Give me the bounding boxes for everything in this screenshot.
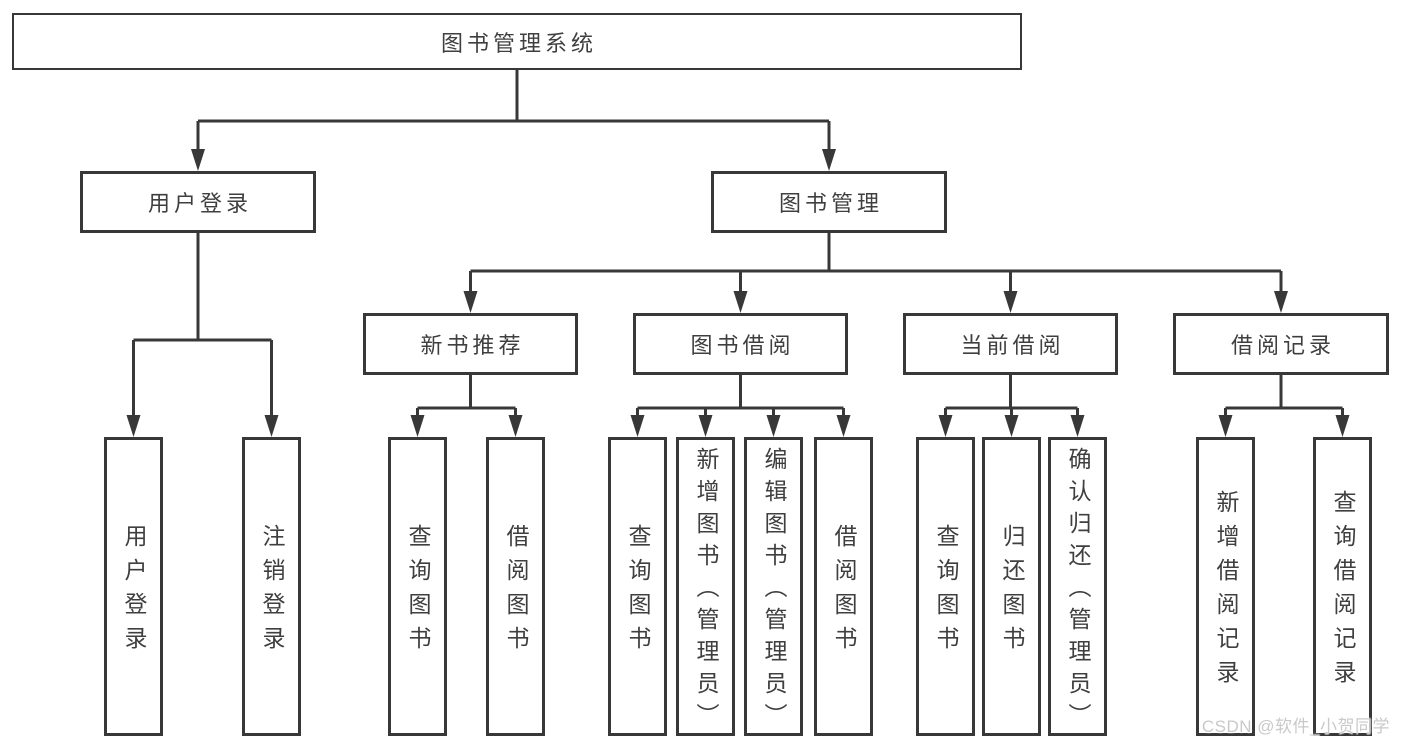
arrow-down-icon	[698, 415, 713, 437]
leaf-user-login: 用户登录	[104, 437, 163, 736]
arrow-down-icon	[938, 415, 953, 437]
node-label: 用户登录	[147, 191, 252, 216]
leaf-query-books-current: 查询图书	[916, 437, 975, 736]
node-label: 注销登录	[259, 524, 285, 660]
leaf-query-books-borrowing: 查询图书	[608, 437, 667, 736]
arrow-down-icon	[822, 149, 836, 171]
arrow-down-icon	[1218, 415, 1233, 437]
node-borrow-records: 借阅记录	[1173, 313, 1389, 375]
leaf-query-books-recommend: 查询图书	[388, 437, 447, 736]
connector-root-branch	[196, 70, 831, 151]
node-user-login: 用户登录	[80, 171, 316, 233]
connector-current-borrowing-branch	[944, 375, 1079, 418]
node-label: 查询借阅记录	[1330, 490, 1356, 694]
node-label: 借阅图书	[503, 524, 529, 660]
node-label: 查询图书	[405, 524, 431, 660]
node-current-borrowing: 当前借阅	[903, 313, 1118, 375]
node-label: 新增借阅记录	[1213, 490, 1239, 694]
connector-book-borrowing-branch	[636, 375, 845, 418]
leaf-confirm-return-admin: 确认归还（管理员）	[1048, 437, 1107, 736]
node-label: 编辑图书（管理员）	[761, 447, 787, 735]
node-label: 当前借阅	[960, 333, 1065, 358]
node-label: 归还图书	[999, 524, 1025, 660]
node-label: 确认归还（管理员）	[1065, 447, 1091, 735]
connector-borrow-records-branch	[1224, 375, 1344, 418]
connector-new-book-branch	[416, 375, 517, 418]
node-library-management-system: 图书管理系统	[12, 13, 1022, 70]
arrow-down-icon	[1335, 415, 1350, 437]
node-label: 图书管理系统	[440, 30, 597, 56]
arrow-down-icon	[766, 415, 781, 437]
arrowheads	[126, 149, 1350, 437]
node-new-book-recommend: 新书推荐	[363, 313, 578, 375]
leaf-borrow-books: 借阅图书	[814, 437, 873, 736]
arrow-down-icon	[1274, 291, 1288, 313]
node-label: 新书推荐	[420, 333, 525, 358]
csdn-watermark: CSDN @软件_小贺同学	[1201, 717, 1390, 736]
arrow-down-icon	[463, 291, 478, 313]
arrow-down-icon	[1070, 415, 1085, 437]
node-label: 新增图书（管理员）	[693, 447, 719, 735]
arrow-down-icon	[508, 415, 523, 437]
node-label: 借阅图书	[831, 524, 857, 660]
arrow-down-icon	[630, 415, 645, 437]
node-label: 查询图书	[933, 524, 959, 660]
leaf-borrow-books-recommend: 借阅图书	[486, 437, 545, 736]
leaf-edit-book-admin: 编辑图书（管理员）	[744, 437, 803, 736]
arrow-down-icon	[1003, 291, 1018, 313]
arrow-down-icon	[191, 149, 205, 171]
connector-user-login-branch	[132, 233, 273, 418]
arrow-down-icon	[1004, 415, 1019, 437]
leaf-query-borrow-record: 查询借阅记录	[1313, 437, 1372, 736]
node-label: 图书借阅	[690, 333, 795, 358]
node-label: 查询图书	[625, 524, 651, 660]
leaf-return-books: 归还图书	[982, 437, 1041, 736]
arrow-down-icon	[836, 415, 851, 437]
arrow-down-icon	[126, 415, 141, 437]
arrow-down-icon	[264, 415, 279, 437]
leaf-add-borrow-record: 新增借阅记录	[1196, 437, 1255, 736]
connector-book-management-branch	[469, 233, 1283, 293]
node-label: 图书管理	[778, 191, 883, 216]
node-label: 借阅记录	[1230, 333, 1335, 358]
node-book-management: 图书管理	[711, 171, 947, 233]
leaf-logout: 注销登录	[242, 437, 301, 736]
node-label: 用户登录	[121, 524, 147, 660]
arrow-down-icon	[733, 291, 748, 313]
node-book-borrowing: 图书借阅	[633, 313, 848, 375]
arrow-down-icon	[410, 415, 425, 437]
leaf-add-book-admin: 新增图书（管理员）	[676, 437, 735, 736]
